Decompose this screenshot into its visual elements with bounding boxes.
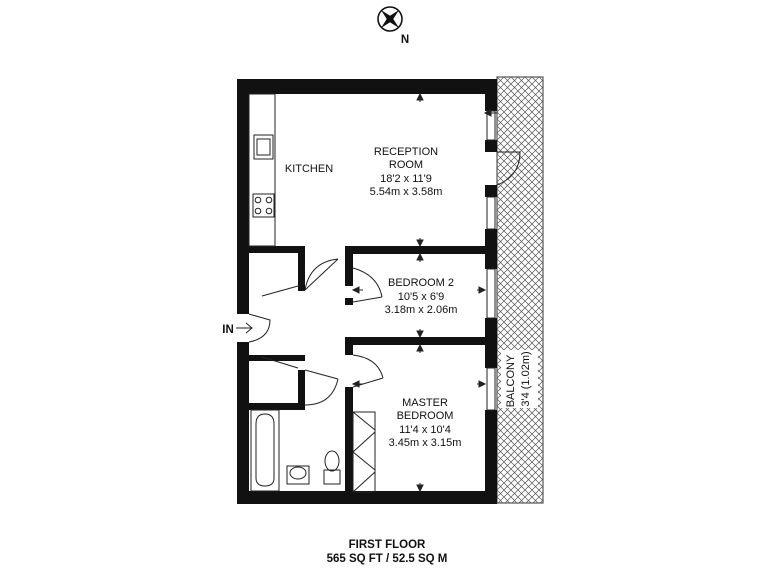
hob-icon: [252, 193, 275, 218]
basin-icon: [286, 465, 310, 485]
entrance-label: IN: [222, 324, 234, 336]
bedroom2-name: BEDROOM 2: [388, 277, 454, 289]
floor-title: FIRST FLOOR: [349, 539, 426, 551]
sink-icon: [253, 134, 274, 160]
master-metric: 3.45m x 3.15m: [389, 437, 462, 449]
balcony-label-box: [501, 350, 538, 408]
bathroom-fittings: [250, 409, 341, 492]
bedroom2-imperial: 10'5 x 6'9: [398, 291, 444, 303]
master-name-line1: MASTER: [402, 397, 448, 409]
measurement-arrows: [351, 92, 497, 493]
wardrobe-icon: [352, 411, 376, 493]
reception-imperial: 18'2 x 11'9: [380, 173, 432, 185]
master-imperial: 11'4 x 10'4: [399, 424, 451, 436]
toilet-icon: [323, 450, 341, 485]
master-name-line2: BEDROOM: [397, 410, 454, 422]
balcony-door: [496, 151, 521, 186]
kitchen-counter: [248, 93, 276, 247]
windows: [486, 110, 496, 411]
outer-walls: [237, 79, 497, 504]
interior-walls: [249, 246, 497, 504]
north-label: N: [401, 34, 409, 46]
doors: [248, 258, 384, 406]
compass-rose-icon: [377, 6, 403, 32]
entrance-arrow-icon: [236, 322, 253, 334]
balcony-size: 3'4 (1.02m): [520, 351, 532, 406]
balcony-area: [496, 76, 544, 504]
balcony-name: BALCONY: [505, 354, 517, 407]
kitchen-name: KITCHEN: [285, 163, 333, 175]
floor-area: 565 SQ FT / 52.5 SQ M: [327, 553, 448, 565]
store-cupboards: [261, 285, 299, 369]
bath-icon: [250, 409, 280, 492]
reception-name-line1: RECEPTION: [374, 146, 438, 158]
bedroom2-metric: 3.18m x 2.06m: [385, 304, 458, 316]
reception-metric: 5.54m x 3.58m: [370, 186, 443, 198]
reception-name-line2: ROOM: [389, 159, 423, 171]
